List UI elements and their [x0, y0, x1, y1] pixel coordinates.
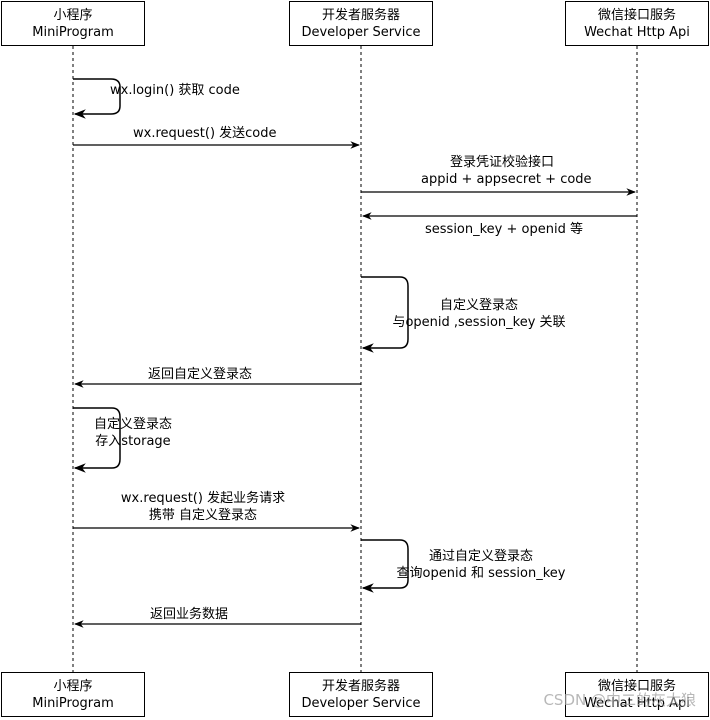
participant-label: 开发者服务器 [321, 678, 400, 694]
participant-miniprogram-top: 小程序 MiniProgram [1, 1, 145, 46]
participant-miniprogram-bottom: 小程序 MiniProgram [1, 672, 145, 717]
message-verify-line2: appid + appsecret + code [421, 172, 592, 187]
self-arrow-query [361, 539, 409, 593]
message-return-state: 返回自定义登录态 [148, 367, 253, 382]
message-store-line2: 存入storage [95, 434, 171, 449]
message-business-request-line1: wx.request() 发起业务请求 [120, 491, 286, 506]
message-query: 通过自定义登录态 查询openid 和 session_key [393, 548, 569, 582]
participant-sublabel: MiniProgram [32, 695, 114, 711]
participant-label: 小程序 [53, 7, 93, 23]
message-verify: 登录凭证校验接口 appid + appsecret + code [421, 154, 592, 188]
message-send-code: wx.request() 发送code [133, 126, 277, 141]
participant-developer-bottom: 开发者服务器 Developer Service [289, 672, 433, 717]
participant-label: 微信接口服务 [597, 678, 676, 694]
self-arrow-store [73, 407, 121, 473]
message-query-line2: 查询openid 和 session_key [396, 566, 566, 581]
participant-label: 微信接口服务 [597, 7, 676, 23]
message-store: 自定义登录态 存入storage [88, 416, 178, 450]
participant-developer-top: 开发者服务器 Developer Service [289, 1, 433, 46]
message-associate-line2: 与openid ,session_key 关联 [392, 315, 566, 330]
participant-sublabel: Developer Service [301, 695, 421, 711]
message-associate-line1: 自定义登录态 [439, 298, 518, 313]
participant-sublabel: Wechat Http Api [584, 695, 690, 711]
participant-wechat-bottom: 微信接口服务 Wechat Http Api [565, 672, 709, 717]
message-return-data: 返回业务数据 [150, 607, 229, 622]
self-arrow-associate [361, 276, 409, 353]
message-return-session: session_key + openid 等 [425, 222, 583, 237]
message-store-line1: 自定义登录态 [93, 417, 172, 432]
participant-label: 开发者服务器 [321, 7, 400, 23]
watermark: CSDN @中二的灰太狼 [543, 691, 696, 709]
participant-sublabel: Developer Service [301, 24, 421, 40]
participant-sublabel: MiniProgram [32, 24, 114, 40]
message-query-line1: 通过自定义登录态 [428, 549, 533, 564]
message-business-request-line2: 携带 自定义登录态 [148, 508, 258, 523]
message-login: wx.login() 获取 code [110, 83, 240, 98]
participant-sublabel: Wechat Http Api [584, 24, 690, 40]
participant-label: 小程序 [53, 678, 93, 694]
self-arrow-login [73, 78, 121, 119]
participant-wechat-top: 微信接口服务 Wechat Http Api [565, 1, 709, 46]
message-business-request: wx.request() 发起业务请求 携带 自定义登录态 [113, 490, 293, 524]
message-associate: 自定义登录态 与openid ,session_key 关联 [389, 297, 569, 331]
message-verify-line1: 登录凭证校验接口 [449, 155, 554, 170]
